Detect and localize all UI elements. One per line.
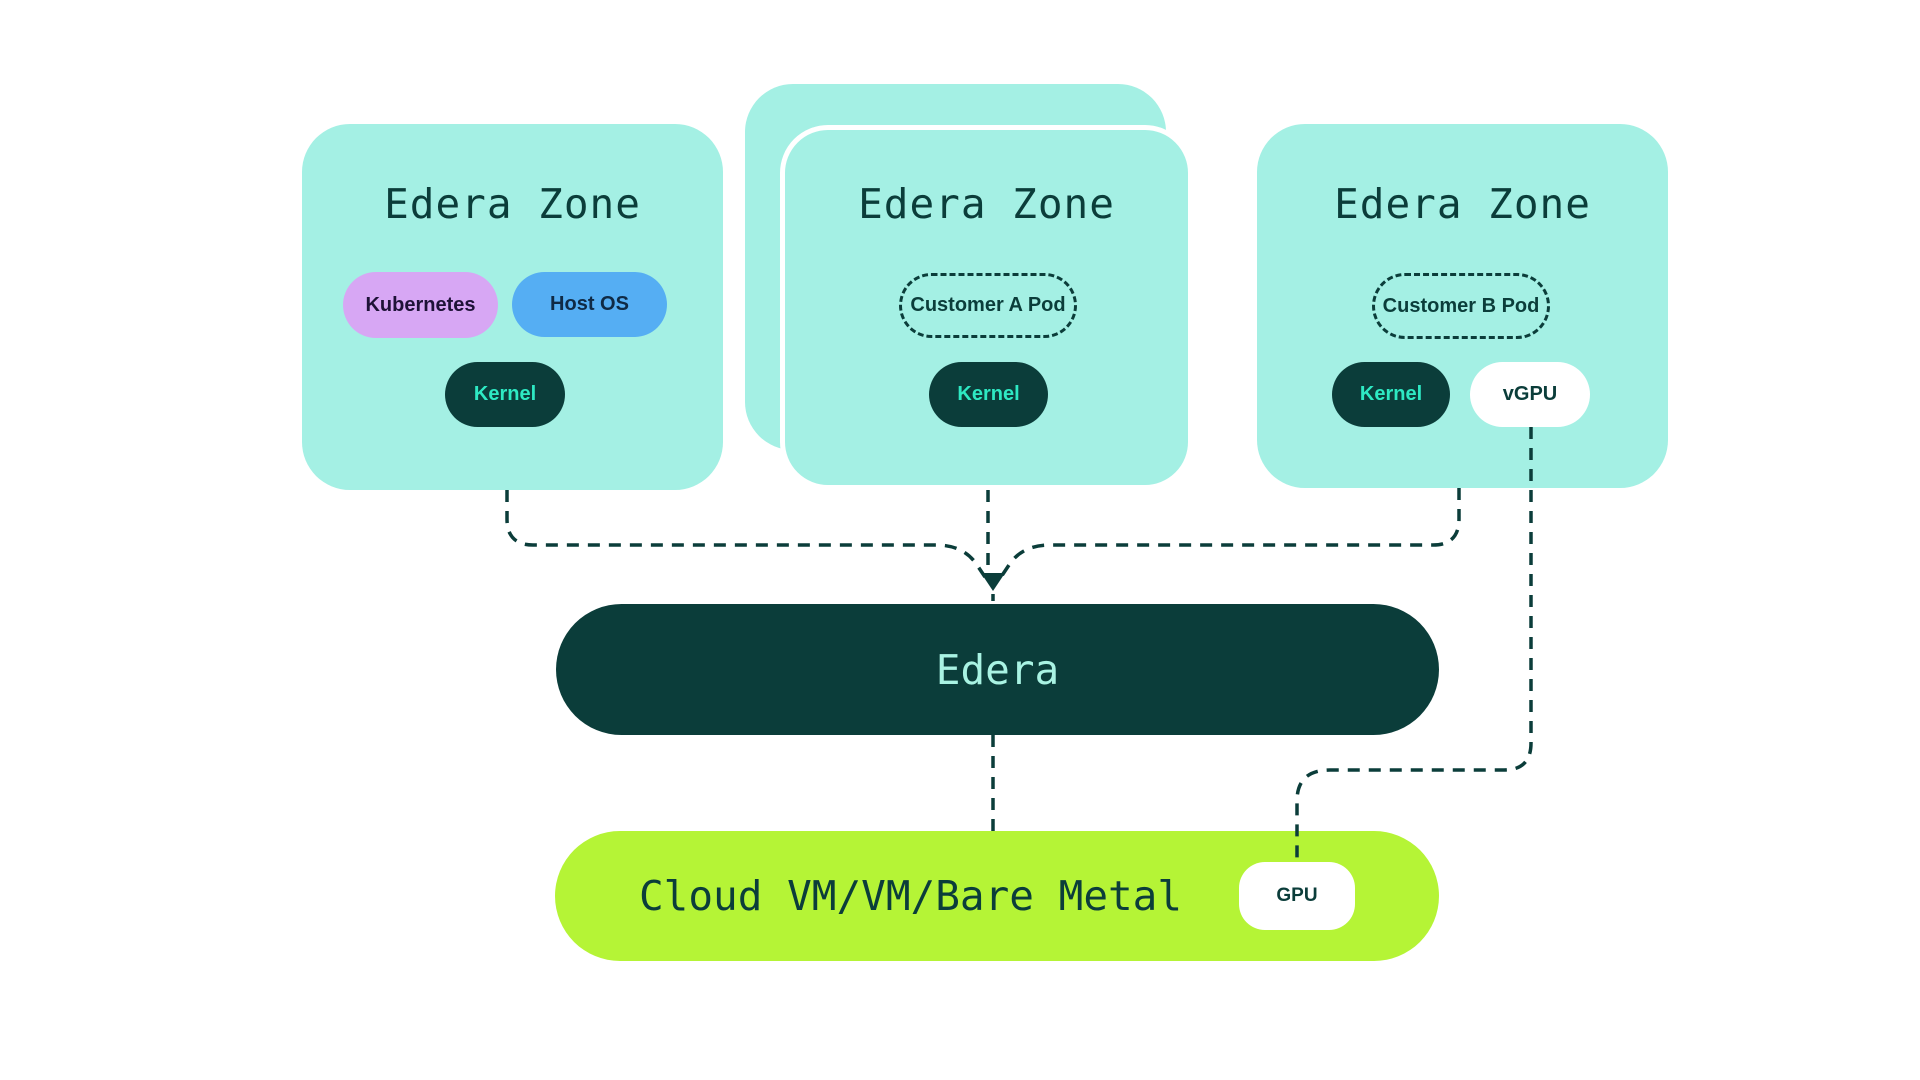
vgpu-pill: vGPU: [1470, 362, 1590, 427]
customer-b-pod-pill: Customer B Pod: [1372, 273, 1550, 339]
host-os-pill: Host OS: [512, 272, 667, 337]
zone-card-3: [1257, 124, 1668, 488]
customer-a-pod-pill: Customer A Pod: [899, 273, 1077, 338]
zone3-to-platform-connector: [999, 488, 1461, 578]
zone-title-3: Edera Zone: [1334, 180, 1591, 228]
edera-platform-bar: Edera: [556, 604, 1439, 735]
kernel-pill-3: Kernel: [1332, 362, 1450, 427]
zone-title-1: Edera Zone: [384, 180, 641, 228]
zone-card-2: [780, 125, 1193, 490]
zone-title-2: Edera Zone: [858, 180, 1115, 228]
kernel-pill-1: Kernel: [445, 362, 565, 427]
platform-arrowhead: [981, 573, 1005, 591]
kernel-pill-2: Kernel: [929, 362, 1048, 427]
zone1-to-platform-connector: [505, 490, 987, 578]
gpu-pill: GPU: [1239, 862, 1355, 930]
vgpu-to-gpu-connector: [1295, 427, 1533, 862]
kubernetes-pill: Kubernetes: [343, 272, 498, 338]
